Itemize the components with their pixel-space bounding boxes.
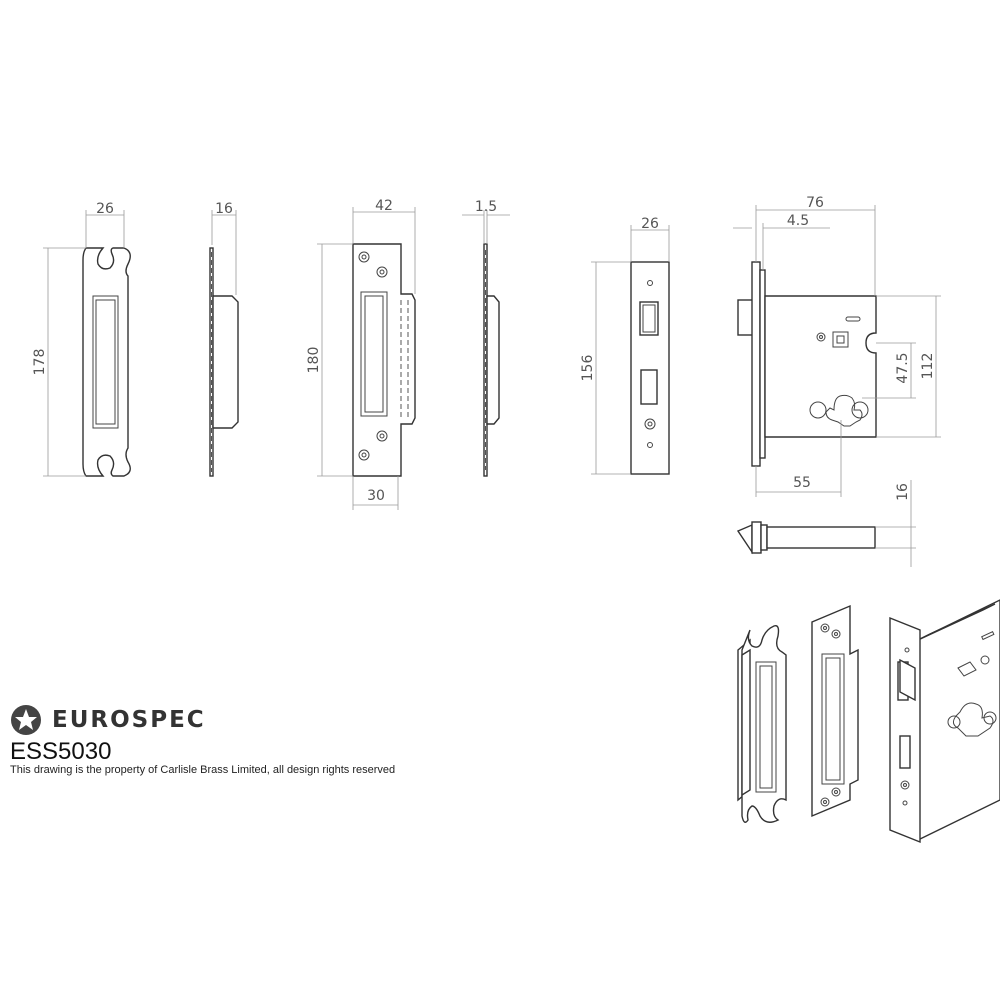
strike-plate-front-view bbox=[352, 243, 416, 477]
star-icon bbox=[11, 705, 41, 735]
strike-plate-isometric bbox=[811, 604, 859, 818]
forend-height-label: 156 bbox=[580, 355, 596, 382]
bolt-thickness-label: 16 bbox=[895, 483, 911, 501]
box-keep-depth-dimension: 16 bbox=[211, 201, 237, 295]
strike-plate-side-view bbox=[483, 243, 500, 477]
lock-case-side-view bbox=[737, 261, 877, 467]
forend-offset-label: 4.5 bbox=[787, 213, 809, 229]
strike-width-label: 42 bbox=[375, 198, 393, 214]
box-keep-width-dimension: 26 bbox=[85, 201, 125, 248]
strike-height-dimension: 180 bbox=[306, 243, 353, 477]
box-keep-side-view bbox=[209, 247, 239, 477]
box-keep-height-label: 178 bbox=[32, 349, 48, 376]
forend-width-dimension: 26 bbox=[630, 216, 670, 262]
brand-logo: EUROSPEC bbox=[10, 704, 206, 736]
forend-offset-dimension: 4.5 bbox=[733, 213, 830, 270]
strike-height-label: 180 bbox=[306, 347, 322, 374]
box-keep-isometric bbox=[737, 625, 787, 823]
lock-forend-front-view bbox=[630, 261, 670, 475]
case-height-dimension: 112 bbox=[876, 295, 941, 438]
box-keep-height-dimension: 178 bbox=[32, 247, 86, 477]
backset-label: 55 bbox=[793, 475, 811, 491]
forend-width-label: 26 bbox=[641, 216, 659, 232]
centres-dimension: 47.5 bbox=[862, 342, 916, 399]
copyright-notice: This drawing is the property of Carlisle… bbox=[10, 764, 396, 776]
strike-width-dimension: 42 bbox=[352, 198, 416, 294]
forend-height-dimension: 156 bbox=[580, 261, 631, 475]
strike-inner-width-label: 30 bbox=[367, 488, 385, 504]
box-keep-front-view bbox=[82, 247, 131, 477]
case-depth-dimension: 76 bbox=[755, 195, 876, 296]
box-keep-depth-label: 16 bbox=[215, 201, 233, 217]
case-height-label: 112 bbox=[920, 353, 936, 380]
centres-label: 47.5 bbox=[895, 352, 911, 383]
box-keep-width-label: 26 bbox=[96, 201, 114, 217]
backset-dimension: 55 bbox=[755, 420, 842, 497]
brand-name: EUROSPEC bbox=[52, 707, 206, 733]
product-code: ESS5030 bbox=[10, 738, 112, 765]
case-depth-label: 76 bbox=[806, 195, 824, 211]
lock-case-top-view bbox=[736, 521, 876, 555]
lock-case-isometric bbox=[889, 599, 1000, 844]
bolt-thickness-dimension: 16 bbox=[875, 480, 916, 567]
strike-thickness-label: 1.5 bbox=[475, 199, 497, 215]
strike-inner-width-dimension: 30 bbox=[352, 476, 399, 510]
strike-thickness-dimension: 1.5 bbox=[462, 199, 510, 244]
